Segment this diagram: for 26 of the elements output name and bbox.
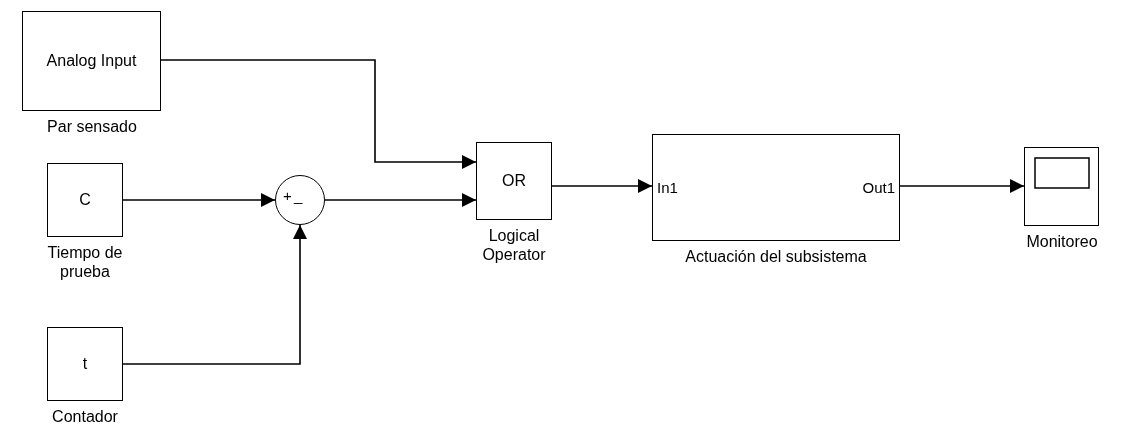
port-label: In1 (657, 178, 678, 198)
signal-arrow (122, 224, 307, 365)
plus-sign: + (283, 188, 292, 203)
signal-arrow (160, 59, 477, 169)
block (22, 11, 161, 111)
block-caption: Monitoreo (1025, 232, 1099, 251)
signal-arrow (551, 179, 653, 193)
block-label: OR (501, 171, 527, 191)
block-caption: Par sensado (46, 117, 138, 136)
block-label: t (81, 354, 89, 374)
scope-block (1024, 147, 1099, 226)
minus-sign: _ (294, 188, 303, 203)
signal-arrow (324, 193, 477, 207)
block-caption: Tiempo de prueba (46, 243, 124, 281)
block (47, 163, 123, 237)
signal-arrow (899, 179, 1025, 193)
block-label: Analog Input (45, 51, 138, 71)
block-label: C (78, 190, 92, 210)
subsystem-block (652, 134, 900, 241)
port-label: Out1 (862, 178, 895, 198)
block (47, 327, 123, 401)
signal-arrow (122, 193, 276, 207)
block (476, 142, 552, 220)
block-caption: Logical Operator (481, 226, 547, 264)
block-caption: Contador (51, 407, 119, 426)
block-caption: Actuación del subsistema (684, 247, 868, 266)
